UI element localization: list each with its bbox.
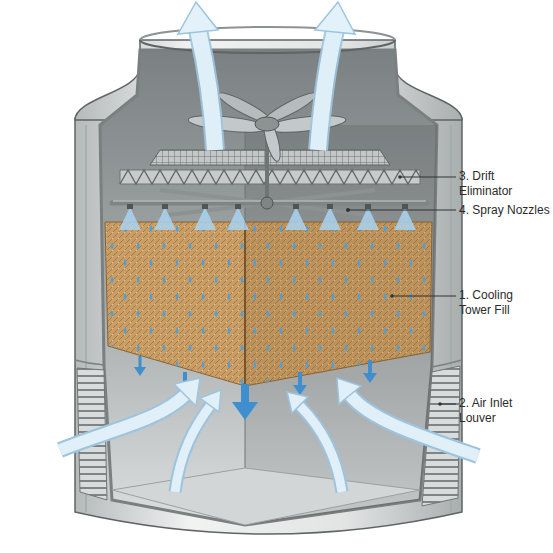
- fill-corner: [244, 222, 246, 386]
- rim-front: [140, 40, 395, 53]
- air-arrow-outline: [300, 406, 342, 492]
- leader-dot: [346, 208, 350, 212]
- spray-cone: [194, 207, 216, 230]
- air-arrow-outline: [60, 395, 185, 450]
- back-wall-right: [245, 125, 437, 525]
- leader-dot: [438, 402, 442, 406]
- spray-cone: [227, 207, 249, 230]
- air-flow-arrows: [60, 2, 478, 492]
- spray-cone: [119, 207, 141, 230]
- stack-rim: [140, 27, 395, 53]
- air-arrow-outline: [175, 406, 210, 492]
- fill-media: [105, 222, 432, 386]
- cut-opening: [100, 50, 437, 525]
- air-arrow: [300, 406, 342, 492]
- water-drops: [245, 222, 432, 386]
- water-arrow-head: [134, 367, 146, 376]
- water-drops: [105, 222, 245, 386]
- back-wall-corner: [245, 125, 246, 525]
- air-arrow-head: [315, 2, 355, 34]
- air-arrow-head: [287, 392, 308, 413]
- spray-nozzle: [365, 204, 371, 209]
- drift-eliminator: [120, 150, 420, 184]
- air-arrow: [350, 395, 478, 456]
- tower-shell: [75, 40, 462, 534]
- cutaway-interior: [100, 50, 437, 525]
- water-arrow: [368, 360, 372, 374]
- air-arrow-head: [178, 2, 218, 34]
- air-arrow-outline: [318, 30, 335, 150]
- eliminator-zigzag: [120, 170, 420, 184]
- air-arrow-outline: [350, 395, 478, 456]
- leader-dot: [398, 175, 402, 179]
- spray-nozzle: [327, 204, 333, 209]
- eliminator-bed: [120, 170, 420, 184]
- leader-line: [400, 177, 456, 178]
- leader-lines: [346, 175, 456, 406]
- air-arrow-head: [337, 378, 361, 404]
- callout-label: 3. Drift Eliminator: [459, 169, 539, 199]
- callout-label: 2. Air Inlet Louver: [459, 396, 529, 426]
- spray-nozzle: [202, 204, 208, 209]
- spray-nozzle: [162, 204, 168, 209]
- pipe-hub: [261, 197, 273, 209]
- spray-cone: [319, 207, 341, 230]
- spray-nozzle: [127, 204, 133, 209]
- water-arrow: [298, 372, 302, 386]
- air-arrow: [60, 395, 185, 450]
- fill-face-right: [245, 222, 432, 386]
- callout-label: 4. Spray Nozzles: [459, 203, 553, 218]
- spray-nozzle: [402, 204, 408, 209]
- spray-nozzle: [293, 204, 299, 209]
- water-arrow: [241, 384, 249, 404]
- shell-band: [75, 360, 104, 365]
- fill-shade: [245, 222, 432, 386]
- fill-face-left: [105, 222, 245, 386]
- air-arrow: [198, 30, 215, 150]
- water-arrow-head: [232, 402, 258, 420]
- water-arrow: [139, 356, 142, 368]
- air-arrow: [175, 406, 210, 492]
- air-arrow-head: [174, 378, 200, 406]
- leader-line: [392, 296, 456, 297]
- spray-nozzle: [235, 204, 241, 209]
- shell-band: [432, 360, 462, 367]
- air-arrow-outline: [198, 30, 215, 150]
- air-arrow-head: [200, 390, 221, 412]
- basin-floor: [112, 468, 420, 525]
- spray-cone: [154, 207, 176, 230]
- callout-label: 1. Cooling Tower Fill: [459, 288, 529, 318]
- leader-line: [348, 210, 456, 211]
- air-arrow: [318, 30, 335, 150]
- water-arrow-head: [363, 373, 377, 383]
- spray-cone: [285, 207, 307, 230]
- leader-line: [440, 404, 456, 405]
- fan-hub: [255, 117, 279, 131]
- leader-dot: [390, 294, 394, 298]
